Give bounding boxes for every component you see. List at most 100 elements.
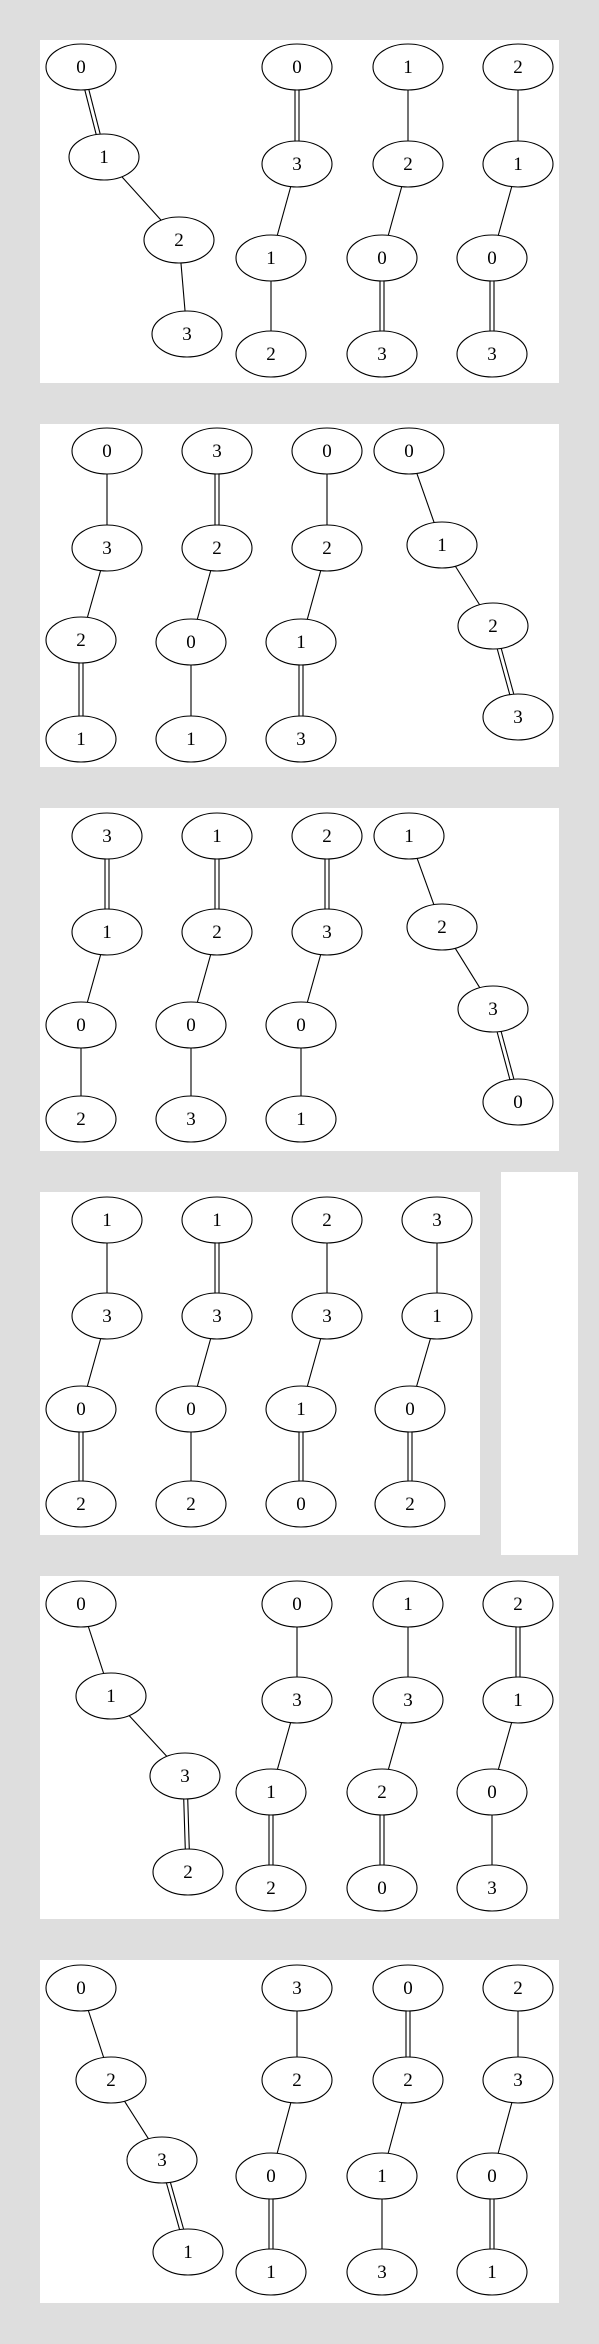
edge-line xyxy=(387,2102,403,2154)
node-ellipse xyxy=(372,43,444,91)
node: 3 xyxy=(265,715,337,763)
node-ellipse xyxy=(261,1676,333,1724)
node: 3 xyxy=(482,693,554,741)
node-label: 2 xyxy=(403,2070,413,2091)
node-ellipse xyxy=(265,618,337,666)
node: 3 xyxy=(261,140,333,188)
edge-line xyxy=(121,176,162,221)
node-label: 1 xyxy=(106,1686,116,1707)
edge-line xyxy=(306,1338,322,1387)
node-ellipse xyxy=(374,1480,446,1528)
node-label: 2 xyxy=(437,917,447,938)
node-label: 3 xyxy=(212,441,222,462)
node-ellipse xyxy=(261,1964,333,2012)
node: 3 xyxy=(71,812,143,860)
edge-line xyxy=(87,2010,105,2058)
node-label: 3 xyxy=(513,2070,523,2091)
node: 3 xyxy=(181,1292,253,1340)
node-ellipse xyxy=(265,1095,337,1143)
node-ellipse xyxy=(45,1001,117,1049)
node-ellipse xyxy=(482,1078,554,1126)
node-label: 1 xyxy=(296,632,306,653)
node: 2 xyxy=(406,903,478,951)
node: 2 xyxy=(374,1480,446,1528)
node-label: 0 xyxy=(186,1015,196,1036)
node-label: 0 xyxy=(186,632,196,653)
node-ellipse xyxy=(181,524,253,572)
node: 3 xyxy=(261,1676,333,1724)
node-ellipse xyxy=(235,1768,307,1816)
node-ellipse xyxy=(291,524,363,572)
node-label: 0 xyxy=(322,441,332,462)
node-ellipse xyxy=(68,133,140,181)
node-label: 0 xyxy=(76,1594,86,1615)
node-label: 3 xyxy=(102,1306,112,1327)
node-label: 3 xyxy=(403,1690,413,1711)
node-ellipse xyxy=(265,715,337,763)
node-ellipse xyxy=(71,1292,143,1340)
node-label: 0 xyxy=(377,1878,387,1899)
node: 2 xyxy=(291,812,363,860)
edge-line xyxy=(276,1722,292,1770)
node: 3 xyxy=(71,1292,143,1340)
graph-panel-5 xyxy=(40,1576,559,1919)
node: 1 xyxy=(265,1385,337,1433)
node-label: 3 xyxy=(292,1978,302,1999)
node: 2 xyxy=(45,616,117,664)
edge-line xyxy=(276,2102,292,2154)
node: 2 xyxy=(372,2056,444,2104)
node-ellipse xyxy=(155,618,227,666)
node: 1 xyxy=(406,521,478,569)
node-ellipse xyxy=(482,1580,554,1628)
node-ellipse xyxy=(152,2228,224,2276)
node-ellipse xyxy=(372,1964,444,2012)
node-label: 0 xyxy=(76,1399,86,1420)
node-label: 3 xyxy=(292,1690,302,1711)
edge-line xyxy=(196,570,212,620)
double-bond-line xyxy=(88,89,101,134)
node-ellipse xyxy=(457,602,529,650)
node: 0 xyxy=(45,1580,117,1628)
node: 1 xyxy=(152,2228,224,2276)
node-ellipse xyxy=(265,1385,337,1433)
node-label: 3 xyxy=(488,999,498,1020)
graph-panel-6 xyxy=(40,1960,559,2303)
node-label: 0 xyxy=(292,1594,302,1615)
node-label: 2 xyxy=(76,1494,86,1515)
node-label: 3 xyxy=(102,826,112,847)
node-label: 3 xyxy=(432,1210,442,1231)
node-label: 2 xyxy=(488,616,498,637)
node-label: 2 xyxy=(76,630,86,651)
node-ellipse xyxy=(482,1964,554,2012)
node-label: 3 xyxy=(186,1109,196,1130)
double-bond-line xyxy=(500,1030,515,1079)
node: 3 xyxy=(346,2248,418,2296)
node-label: 1 xyxy=(437,535,447,556)
double-bond-line xyxy=(500,647,515,694)
node-ellipse xyxy=(235,234,307,282)
node: 1 xyxy=(71,908,143,956)
node-ellipse xyxy=(143,216,215,264)
node-label: 2 xyxy=(292,2070,302,2091)
node-ellipse xyxy=(372,1676,444,1724)
node-ellipse xyxy=(372,140,444,188)
graph-panel-3 xyxy=(40,808,559,1151)
graph-panel-4 xyxy=(40,1192,480,1535)
node-ellipse xyxy=(456,1768,528,1816)
node-label: 1 xyxy=(212,826,222,847)
node-label: 3 xyxy=(322,1306,332,1327)
node-ellipse xyxy=(261,1580,333,1628)
node: 0 xyxy=(45,1385,117,1433)
node-ellipse xyxy=(45,1385,117,1433)
edge-line xyxy=(497,186,513,236)
node: 2 xyxy=(372,140,444,188)
node-ellipse xyxy=(181,1292,253,1340)
node-label: 0 xyxy=(266,2166,276,2187)
node-label: 2 xyxy=(183,1862,193,1883)
node-label: 0 xyxy=(296,1494,306,1515)
